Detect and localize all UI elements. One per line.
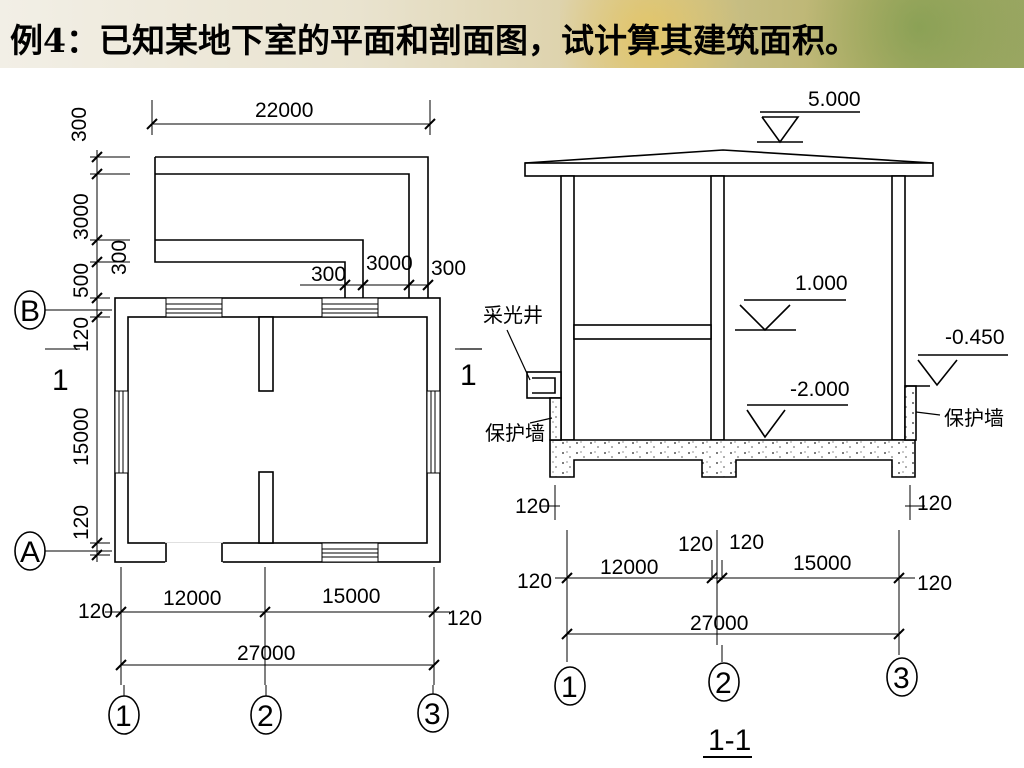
section-skylight-well <box>526 371 562 399</box>
axis-label-3: 3 <box>424 698 441 731</box>
plan-section-mark: 1 <box>52 364 69 397</box>
dim-bottom-27000: 27000 <box>237 642 295 665</box>
label-retaining-wall-right: 保护墙 <box>944 407 1004 430</box>
sec-dim-mid-120-left: 120 <box>678 533 713 556</box>
section-mid-slab <box>573 324 712 340</box>
sec-dim-right-120-a: 120 <box>917 492 952 515</box>
section-floor-slab <box>549 439 916 478</box>
sec-dim-left-120-b: 120 <box>517 570 552 593</box>
plan-window-left <box>114 390 129 474</box>
section-axis-bubble-3 <box>886 657 918 697</box>
elev-ground: -0.450 <box>945 326 1005 349</box>
plan-window-top-left <box>165 297 223 318</box>
dim-top-width: 22000 <box>255 99 313 122</box>
plan-outer-wall <box>114 297 441 563</box>
floor-plan <box>14 100 482 735</box>
sec-dim-15000: 15000 <box>793 552 851 575</box>
plan-labels: 22000 300 3000 300 500 120 15000 120 300… <box>20 99 482 733</box>
dim-left-500: 500 <box>70 263 93 298</box>
dim-left-3000: 3000 <box>70 193 93 240</box>
section-wall-left <box>560 175 575 441</box>
section-caption: 1-1 <box>708 724 751 757</box>
title-decoration-right <box>760 0 1024 68</box>
section-axis-label-3: 3 <box>893 662 910 695</box>
plan-ramp-inner <box>155 239 364 298</box>
section-leaders <box>460 329 941 424</box>
plan-stair-inner <box>155 173 410 298</box>
plan-stair-outer <box>155 156 429 298</box>
axis-label-b: B <box>20 295 40 328</box>
dim-bottom-120-left: 120 <box>78 600 113 623</box>
dim-stair-300-left: 300 <box>311 263 346 286</box>
dim-bottom-120-right: 120 <box>447 607 482 630</box>
axis-label-1: 1 <box>115 700 132 733</box>
section-axis-label-1: 1 <box>561 671 578 704</box>
sec-dim-27000: 27000 <box>690 612 748 635</box>
section-dimension-lines <box>540 485 925 662</box>
elev-mid: 1.000 <box>795 272 848 295</box>
label-skylight-well: 采光井 <box>483 304 543 327</box>
plan-window-bottom <box>321 542 379 563</box>
plan-partition-bottom <box>258 471 274 544</box>
plan-axis-bubbles <box>14 290 449 735</box>
elev-floor: -2.000 <box>790 378 850 401</box>
axis-label-2: 2 <box>257 700 274 733</box>
plan-window-right <box>426 390 441 474</box>
title-bar: 例4：已知某地下室的平面和剖面图，试计算其建筑面积。 <box>0 0 1024 68</box>
plan-partition-top <box>258 316 274 392</box>
plan-ticks <box>91 118 440 671</box>
slide-title: 例4：已知某地下室的平面和剖面图，试计算其建筑面积。 <box>10 21 858 60</box>
plan-dimension-lines <box>45 100 482 685</box>
elev-top: 5.000 <box>808 88 861 111</box>
sec-dim-mid-120-right: 120 <box>729 531 764 554</box>
section-retaining-wall-left <box>549 397 562 441</box>
section-axis-bubbles <box>554 657 918 706</box>
dim-left-15000: 15000 <box>70 408 93 466</box>
dim-left-120-top: 120 <box>70 317 93 352</box>
sec-dim-right-120-b: 120 <box>917 572 952 595</box>
plan-door-left <box>165 542 223 564</box>
section-ticks <box>561 572 905 640</box>
section-section-mark: 1 <box>460 359 477 392</box>
section-wall-middle <box>710 175 725 441</box>
section-retaining-wall-right <box>904 385 917 441</box>
section-axis-label-2: 2 <box>715 667 732 700</box>
dim-left-300-top: 300 <box>68 107 91 142</box>
plan-inner-wall <box>127 316 428 544</box>
sec-dim-left-120-a: 120 <box>515 495 550 518</box>
dim-left-120-bottom: 120 <box>70 505 93 540</box>
plan-ramp-outer <box>154 157 346 298</box>
title-decoration <box>560 0 780 68</box>
section-axis-bubble-1 <box>554 666 586 706</box>
dim-bottom-12000: 12000 <box>163 587 221 610</box>
sec-dim-12000: 12000 <box>600 556 658 579</box>
dim-bottom-15000: 15000 <box>322 585 380 608</box>
section-roof-slab <box>524 162 934 177</box>
dim-stair-300-right: 300 <box>431 257 466 280</box>
section-view <box>460 111 1008 758</box>
axis-label-a: A <box>20 536 40 569</box>
section-labels: 5.000 1.000 -2.000 -0.450 采光井 保护墙 保护墙 1 … <box>460 88 1005 757</box>
dim-stair-3000: 3000 <box>366 252 413 275</box>
section-axis-bubble-2 <box>708 662 740 702</box>
section-elevation-markers <box>735 111 1008 439</box>
label-retaining-wall-left: 保护墙 <box>485 422 545 445</box>
dim-left-300-mid: 300 <box>108 240 131 275</box>
plan-window-top-right <box>321 297 379 318</box>
section-wall-right <box>891 175 906 441</box>
section-roof-top <box>524 149 934 164</box>
